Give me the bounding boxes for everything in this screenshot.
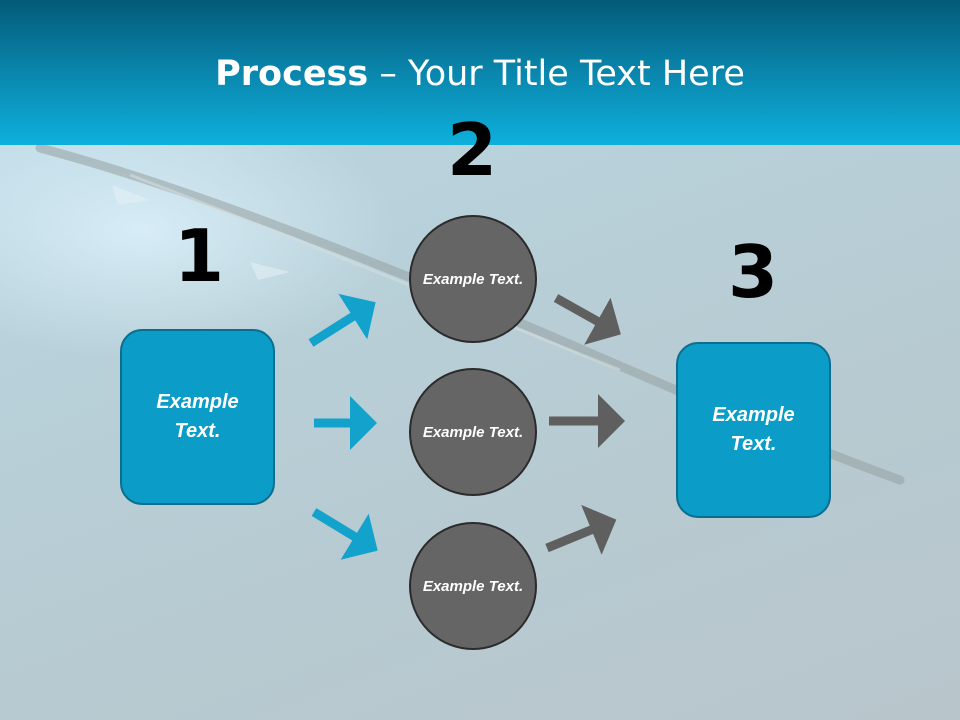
gray-arrow-down [553,294,621,345]
circle-top-label: Example Text. [422,270,524,288]
blue-arrow-down [311,508,378,560]
step-number-2: 2 [446,108,498,192]
source-box: Example Text. [120,329,275,505]
blue-arrow-up [308,293,376,347]
gray-arrow-up [545,504,617,555]
target-box-label: Example Text. [712,404,795,455]
circle-bottom: Example Text. [409,522,537,650]
step-number-3: 3 [727,230,779,314]
circle-middle: Example Text. [409,368,537,496]
circle-middle-label: Example Text. [422,423,524,441]
circle-bottom-label: Example Text. [422,577,524,595]
title-bold-part: Process [215,54,369,94]
target-box: Example Text. [676,342,831,518]
title-bar: Process – Your Title Text Here [0,0,960,145]
source-box-label: Example Text. [156,391,239,442]
step-number-1: 1 [173,214,225,298]
slide-title: Process – Your Title Text Here [0,52,960,96]
title-rest-part: – Your Title Text Here [368,54,745,94]
circle-top: Example Text. [409,215,537,343]
